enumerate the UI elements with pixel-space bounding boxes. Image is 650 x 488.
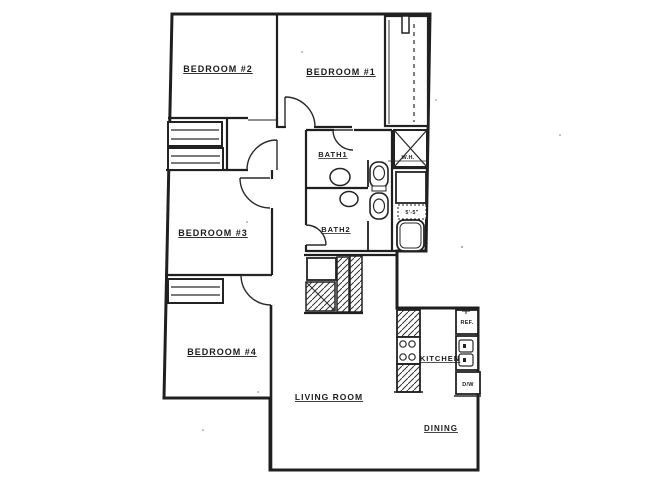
kitchen-counters (396, 309, 421, 393)
water-heater-closet (388, 129, 428, 168)
closet-bedroom2-lower (167, 147, 224, 171)
dishwasher-label: D/W (462, 382, 474, 388)
bath1-label: BATH1 (318, 150, 347, 159)
door-arc-bedroom3 (239, 177, 271, 209)
storage-shelf-box (306, 257, 337, 281)
living-room-label: LIVING ROOM (295, 392, 363, 402)
counter-upper (396, 309, 421, 338)
closet-dimension-box (397, 204, 427, 220)
stove (396, 336, 421, 365)
room-labels: BEDROOM #2 BEDROOM #1 BATH1 BATH2 BEDROO… (178, 64, 460, 433)
hatched-strip-2 (349, 255, 363, 313)
closet-bedroom2-upper (167, 121, 223, 147)
hatched-strip-1 (336, 256, 350, 313)
double-sink (455, 335, 479, 371)
bath2-tub (369, 192, 389, 220)
door-arc-hall (246, 139, 278, 171)
closet-dimension-label: 5'-5" (405, 210, 418, 216)
fixture-labels: W.H. 5'-5" REF. D/W (401, 155, 474, 388)
burner (408, 353, 416, 361)
kitchen-label: KITCHEN (420, 354, 460, 363)
burner (399, 353, 407, 361)
refrigerator (455, 308, 479, 335)
water-heater-label: W.H. (401, 155, 414, 161)
plumbing-chase (371, 185, 387, 192)
exterior-walls (162, 12, 480, 472)
shower-stall (396, 219, 425, 252)
burner (399, 340, 407, 348)
hall-storage-cluster (305, 255, 363, 313)
bath1-toilet (329, 167, 351, 187)
scan-noise (202, 51, 561, 431)
door-arc-bath1 (332, 129, 354, 151)
linen-closet (395, 171, 427, 204)
door-arcs (239, 96, 354, 306)
refrigerator-label: REF. (460, 320, 473, 326)
door-arc-bath2 (305, 224, 327, 246)
bath2-label: BATH2 (321, 225, 350, 234)
bedroom2-label: BEDROOM #2 (183, 64, 253, 74)
wardrobe-bedroom1 (383, 14, 430, 128)
counter-lower (396, 363, 421, 393)
bedroom3-label: BEDROOM #3 (178, 228, 248, 238)
burner (408, 340, 416, 348)
door-arc-bedroom4 (240, 274, 272, 306)
bedroom4-label: BEDROOM #4 (187, 347, 257, 357)
kitchen-appliances (454, 308, 481, 397)
dining-label: DINING (424, 424, 458, 433)
bath2-toilet (339, 190, 359, 208)
bath1-fixtures (329, 161, 389, 189)
door-arc-bedroom1 (284, 96, 316, 128)
bath2-fixtures (339, 185, 389, 220)
bedroom1-label: BEDROOM #1 (306, 67, 376, 77)
closet-bedroom4 (167, 278, 224, 304)
dishwasher (454, 371, 481, 397)
